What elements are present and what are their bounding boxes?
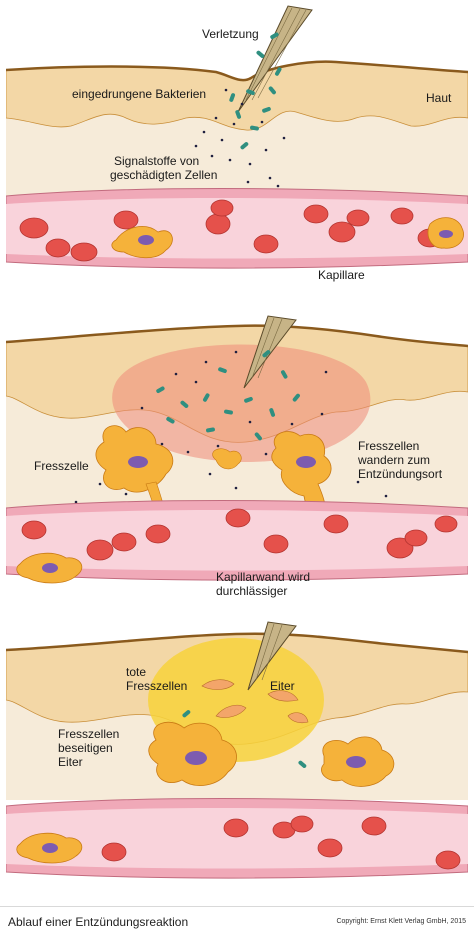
thorn-icon	[237, 5, 313, 113]
copyright-notice: Copyright: Ernst Klett Verlag GmbH, 2015	[336, 918, 466, 925]
label-capillary: Kapillare	[318, 268, 365, 282]
label-wall-line1: Kapillarwand wird	[216, 570, 311, 584]
label-injury: Verletzung	[202, 27, 259, 41]
label-pus: Eiter	[270, 679, 295, 693]
label-remove-line2: beseitigen	[58, 741, 113, 755]
label-remove-line1: Fresszellen	[58, 727, 120, 741]
panel-injury-illustration	[6, 0, 468, 296]
label-migrate-line3: Entzündungsort	[358, 467, 443, 481]
panel-injury: Verletzung eingedrungene Bakterien Haut …	[6, 0, 468, 296]
label-signal-line2: geschädigten Zellen	[110, 168, 218, 182]
label-skin: Haut	[426, 91, 452, 105]
dead-phagocytes	[201, 679, 309, 724]
phagocytes-cleaning	[148, 721, 395, 787]
signal-molecules	[194, 88, 286, 188]
label-dead-line1: tote	[126, 665, 147, 679]
label-wall-line2: durchlässiger	[216, 584, 288, 598]
label-signal-line1: Signalstoffe von	[114, 154, 200, 168]
phagocyte-in-capillary	[16, 832, 83, 864]
figure-caption: Ablauf einer Entzündungsreaktion	[8, 915, 189, 929]
panel-pus: tote Fresszellen Eiter Fresszellen besei…	[6, 620, 468, 902]
capillary-lumen	[6, 510, 468, 571]
label-remove-line3: Eiter	[58, 755, 83, 769]
bacteria-cluster	[229, 32, 282, 150]
red-blood-cells	[21, 508, 458, 561]
label-migrate-line1: Fresszellen	[358, 439, 420, 453]
red-blood-cells	[19, 199, 443, 262]
panel-migration-illustration	[6, 312, 468, 604]
caption-bar: Ablauf einer Entzündungsreaktion Copyrig…	[0, 906, 474, 939]
phagocyte-in-capillary	[111, 217, 464, 259]
dermis-layer	[6, 100, 468, 200]
label-bacteria: eingedrungene Bakterien	[72, 87, 207, 101]
label-dead-line2: Fresszellen	[126, 679, 188, 693]
signal-molecules	[74, 350, 388, 504]
thorn-icon	[247, 621, 297, 691]
red-blood-cells	[101, 815, 461, 870]
panel-migration: Fresszelle Fresszellen wandern zum Entzü…	[6, 312, 468, 604]
bacteria-remnants	[182, 710, 307, 768]
skin-surface	[6, 60, 468, 82]
phagocyte-in-capillary	[16, 552, 83, 584]
label-phagocyte: Fresszelle	[34, 459, 89, 473]
label-migrate-line2: wandern zum	[358, 453, 431, 467]
panel-pus-illustration	[6, 620, 468, 902]
